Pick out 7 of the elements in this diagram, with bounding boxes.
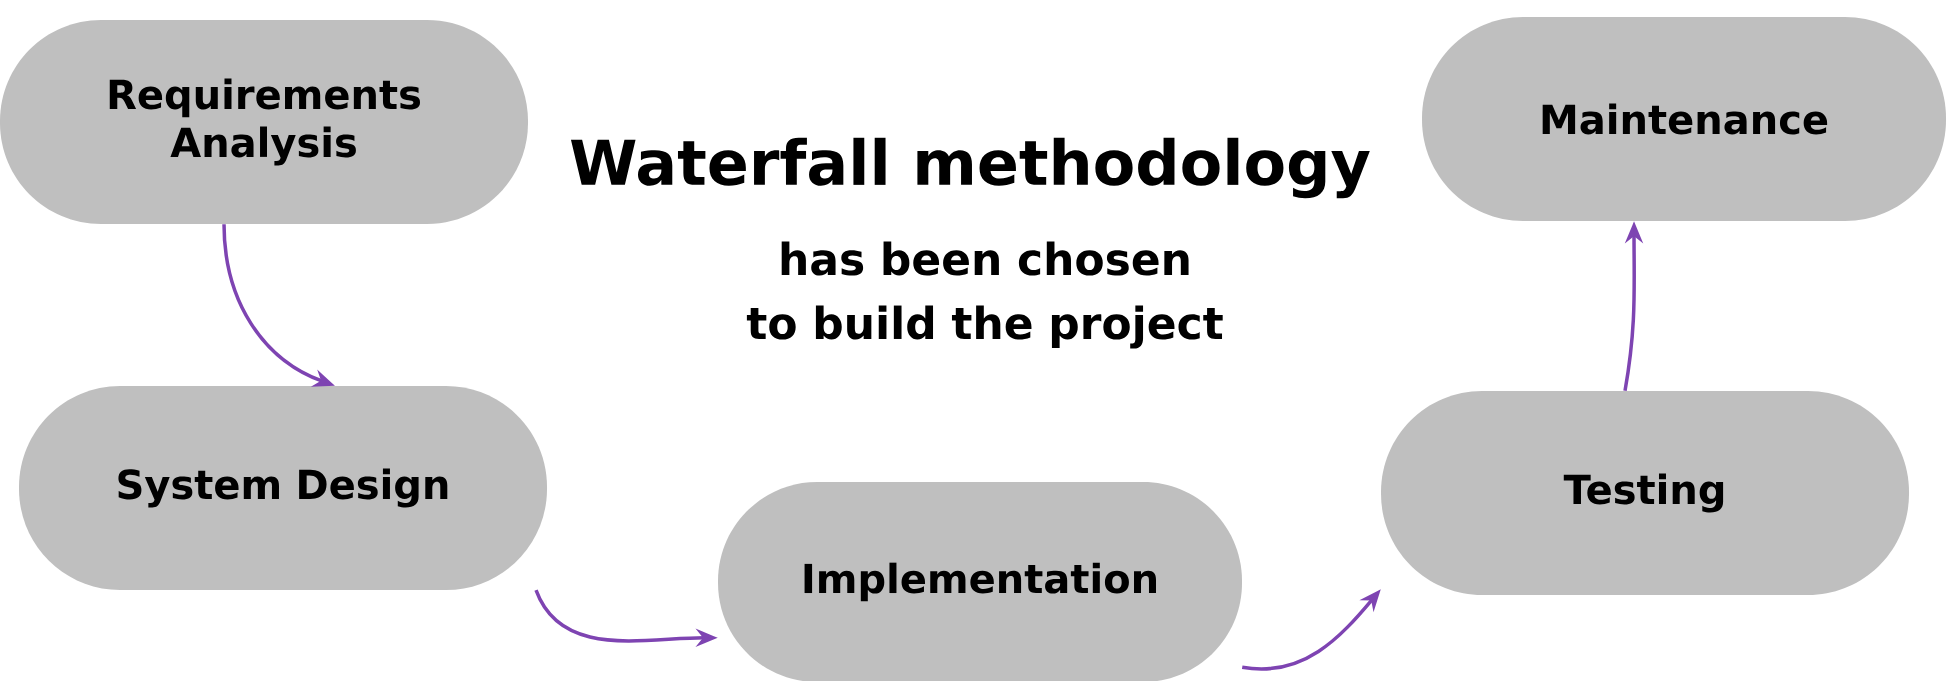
process-box: Testing [1381,391,1909,595]
process-box: Maintenance [1422,17,1946,221]
title: Waterfall methodology [570,137,1370,199]
subtitle: has been chosen to build the project [746,241,1223,349]
process-box: Requirements Analysis [0,20,528,224]
process-box: Implementation [718,482,1242,681]
process-box: System Design [19,386,547,590]
